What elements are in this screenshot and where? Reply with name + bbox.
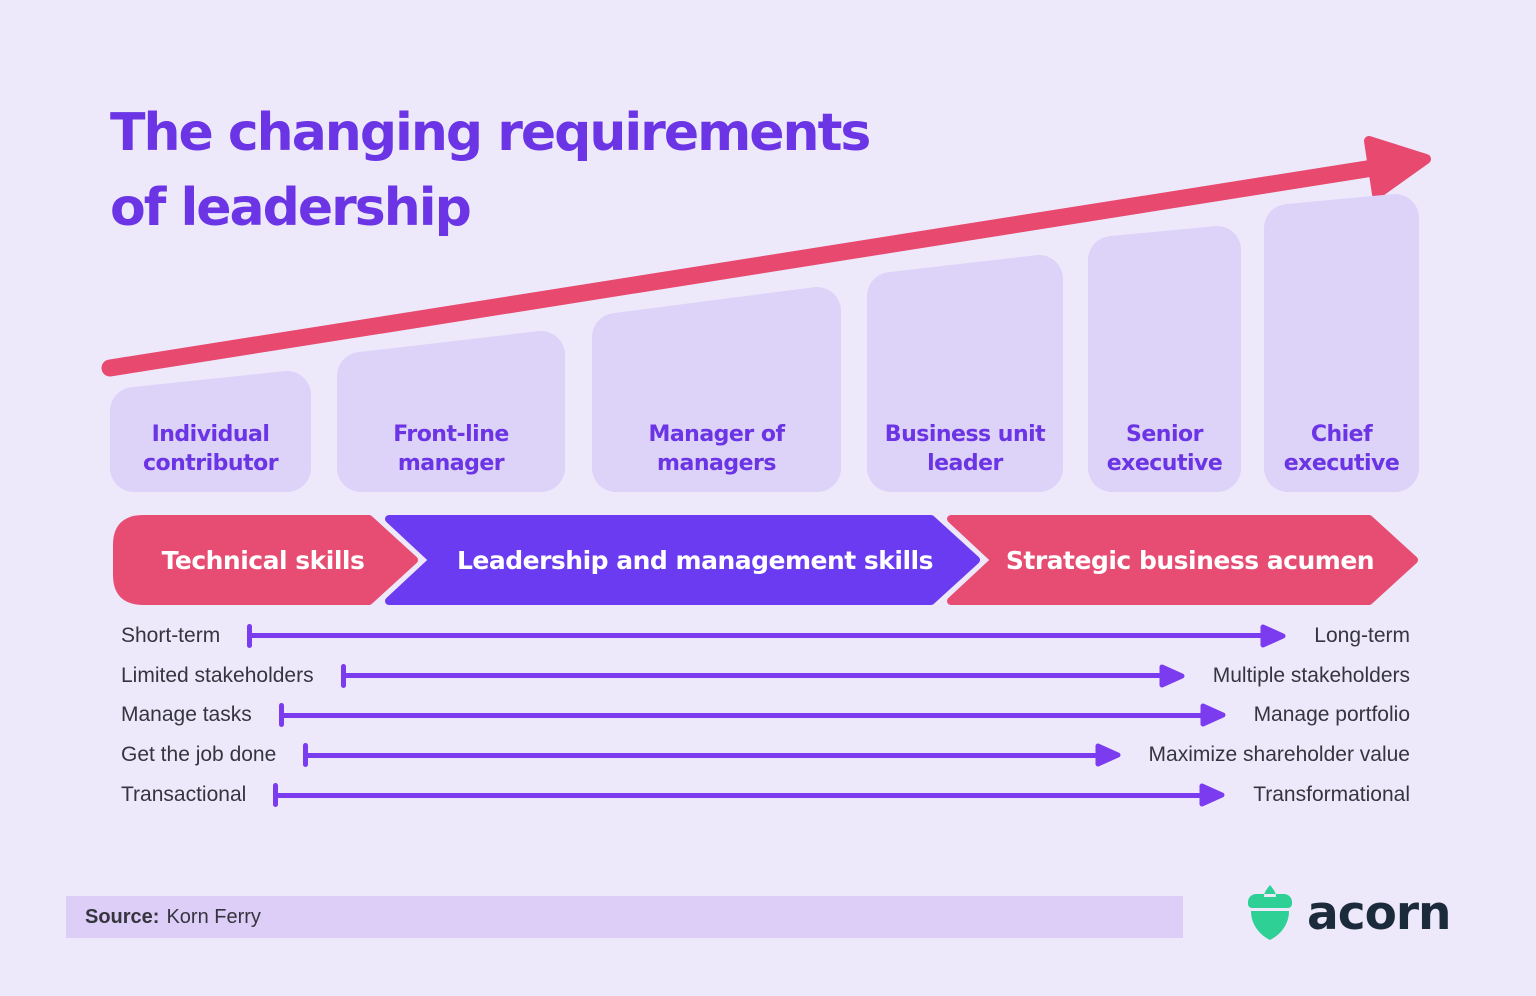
band-technical-skills-shape bbox=[113, 515, 418, 605]
band-label-strategic-acumen: Strategic business acumen bbox=[1005, 545, 1375, 575]
logo-wordmark: acorn bbox=[1307, 885, 1452, 941]
arrow-head-icon bbox=[1260, 624, 1286, 648]
spectrum-left-label: Short-term bbox=[121, 623, 221, 647]
spectrum-row-style: Transactional Transformational bbox=[121, 775, 1410, 815]
arrow-line bbox=[305, 752, 1097, 758]
role-box-shape bbox=[867, 255, 1063, 492]
spectrum-right-label: Long-term bbox=[1314, 623, 1410, 647]
arrow-line bbox=[275, 792, 1202, 798]
spectrum-row-term: Short-term Long-term bbox=[121, 616, 1410, 656]
arrow-head-icon bbox=[1200, 703, 1226, 727]
role-box-chief-executive: Chief executive bbox=[1264, 194, 1419, 492]
role-label: Business unit leader bbox=[884, 421, 1046, 476]
role-box-manager-of-managers: Manager of managers bbox=[592, 287, 841, 492]
spectrum-arrow bbox=[340, 663, 1186, 689]
trend-arrowhead-icon bbox=[1364, 136, 1431, 199]
spectrum-right-label: Manage portfolio bbox=[1253, 703, 1410, 727]
spectrum-left-label: Limited stakeholders bbox=[121, 663, 314, 687]
spectrum-arrow bbox=[278, 702, 1227, 728]
spectrum-row-management-scope: Manage tasks Manage portfolio bbox=[121, 696, 1410, 736]
role-box-shape bbox=[337, 331, 565, 492]
spectrum-arrow bbox=[303, 742, 1121, 768]
arrow-head-icon bbox=[1159, 664, 1185, 688]
role-label: Manager of managers bbox=[648, 421, 785, 476]
spectrum-arrow bbox=[247, 623, 1287, 649]
spectrum-right-label: Maximize shareholder value bbox=[1148, 743, 1410, 767]
skill-bands-chevrons bbox=[113, 515, 1418, 605]
role-box-shape bbox=[1264, 194, 1419, 492]
arrow-line bbox=[249, 633, 1263, 639]
spectrum-left-label: Get the job done bbox=[121, 743, 277, 767]
arrow-head-icon bbox=[1095, 743, 1121, 767]
role-label: Senior executive bbox=[1106, 421, 1223, 476]
arrow-head-icon bbox=[1199, 783, 1225, 807]
role-box-business-unit-leader: Business unit leader bbox=[867, 255, 1063, 492]
role-box-individual-contributor: Individual contributor bbox=[110, 371, 311, 492]
spectrum-right-label: Multiple stakeholders bbox=[1212, 663, 1410, 687]
role-box-senior-executive: Senior executive bbox=[1088, 226, 1241, 492]
spectrum-left-label: Manage tasks bbox=[121, 703, 252, 727]
source-bar: Source: Korn Ferry bbox=[66, 896, 1183, 938]
page-title: The changing requirements of leadership bbox=[110, 103, 871, 238]
source-name: Korn Ferry bbox=[166, 905, 261, 928]
spectrum-left-label: Transactional bbox=[121, 783, 247, 807]
role-box-shape bbox=[592, 287, 841, 492]
arrow-line bbox=[280, 712, 1202, 718]
arrow-line bbox=[342, 673, 1161, 679]
source-label: Source: bbox=[85, 905, 160, 928]
acorn-icon bbox=[1248, 885, 1292, 940]
role-box-shape bbox=[1088, 226, 1241, 492]
band-label-leadership-management: Leadership and management skills bbox=[456, 545, 934, 575]
spectrum-list: Short-term Long-term Limited stakeholder… bbox=[121, 616, 1410, 815]
acorn-logo: acorn bbox=[1245, 884, 1452, 942]
spectrum-row-goal: Get the job done Maximize shareholder va… bbox=[121, 735, 1410, 775]
role-box-shape bbox=[110, 371, 311, 492]
spectrum-arrow bbox=[273, 782, 1226, 808]
band-strategic-acumen-shape bbox=[947, 515, 1418, 605]
spectrum-row-stakeholders: Limited stakeholders Multiple stakeholde… bbox=[121, 656, 1410, 696]
role-label: Individual contributor bbox=[142, 421, 279, 476]
band-label-technical-skills: Technical skills bbox=[161, 545, 365, 575]
spectrum-right-label: Transformational bbox=[1253, 783, 1410, 807]
role-label: Front-line manager bbox=[393, 421, 509, 476]
role-label: Chief executive bbox=[1283, 421, 1400, 476]
role-box-front-line-manager: Front-line manager bbox=[337, 331, 565, 492]
band-leadership-management-shape bbox=[385, 515, 980, 605]
